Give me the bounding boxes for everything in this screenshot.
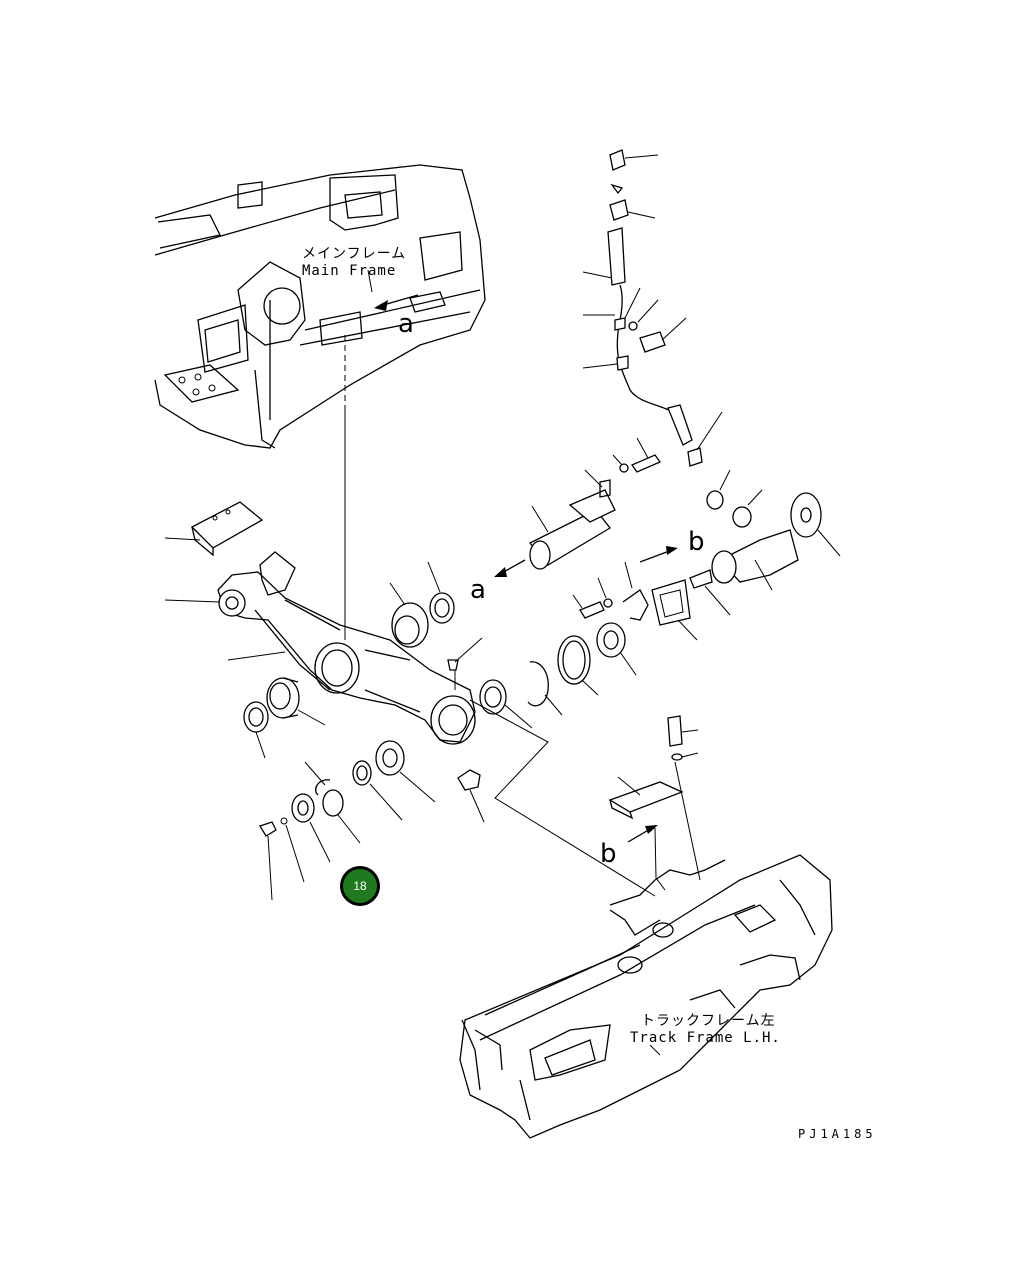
bracket <box>622 561 649 621</box>
guard-plate <box>608 776 684 820</box>
plug-lower <box>259 821 277 901</box>
grease-fitting <box>447 637 483 690</box>
flange-disc <box>790 492 841 557</box>
view-b-arrow-lower: b <box>600 825 666 891</box>
seal-ring-left <box>243 701 269 759</box>
cover-plate-left <box>190 501 264 557</box>
leader-cover <box>164 537 201 541</box>
guard-bolt <box>667 715 699 761</box>
retainer-ring <box>557 635 599 696</box>
main-frame-label-jp: メインフレーム <box>302 246 406 262</box>
view-b-letter-lower: b <box>600 839 617 869</box>
view-a-arrow-top: a <box>374 294 419 339</box>
view-b-arrow-center: b <box>639 527 705 563</box>
view-a-letter-center: a <box>470 575 486 605</box>
main-frame <box>154 164 486 449</box>
callout-18-number: 18 <box>353 879 367 893</box>
equalizer-bar <box>217 551 476 745</box>
callout-18-fill <box>343 869 377 903</box>
guard-leader <box>674 761 701 881</box>
collar-lower <box>352 760 403 821</box>
snap-ring <box>527 661 563 716</box>
spacer-lower <box>291 793 331 863</box>
track-frame <box>459 854 833 1139</box>
track-frame-label-en: Track Frame L.H. <box>630 1030 781 1046</box>
bushing-center <box>389 561 455 648</box>
track-frame-label-jp: トラックフレーム左 <box>641 1013 776 1029</box>
view-b-letter-center: b <box>688 527 705 557</box>
view-a-arrow-center: a <box>470 559 526 605</box>
hose-assembly <box>582 149 723 467</box>
view-a-letter-top: a <box>398 309 414 339</box>
track-frame-leader <box>649 1044 661 1056</box>
cylinder-valve <box>711 529 799 591</box>
main-frame-leader <box>367 269 373 293</box>
spherical-bearing <box>596 622 637 676</box>
pin-bolt <box>612 437 661 473</box>
callout-18[interactable]: 18 <box>340 866 380 906</box>
leader-bar <box>227 651 286 661</box>
bushing-left <box>266 677 326 726</box>
pin-lock-plate <box>584 469 611 498</box>
spherical-bearing-lower <box>375 740 436 803</box>
drawing-code: PJ1A185 <box>798 1127 877 1141</box>
adapter-fitting <box>689 569 731 616</box>
split-bushing <box>304 761 361 844</box>
leader-pivot <box>164 599 221 603</box>
o-ring-lower <box>280 817 305 883</box>
equalizer-pin <box>528 489 616 570</box>
bushing-right <box>479 679 533 729</box>
bushing-upper-right <box>706 469 763 528</box>
gasket <box>651 579 698 641</box>
mount-bolt <box>572 577 613 619</box>
main-frame-label-en: Main Frame <box>302 263 396 279</box>
bar-to-track-leader <box>469 699 656 897</box>
grease-nipple-lower <box>457 769 485 823</box>
